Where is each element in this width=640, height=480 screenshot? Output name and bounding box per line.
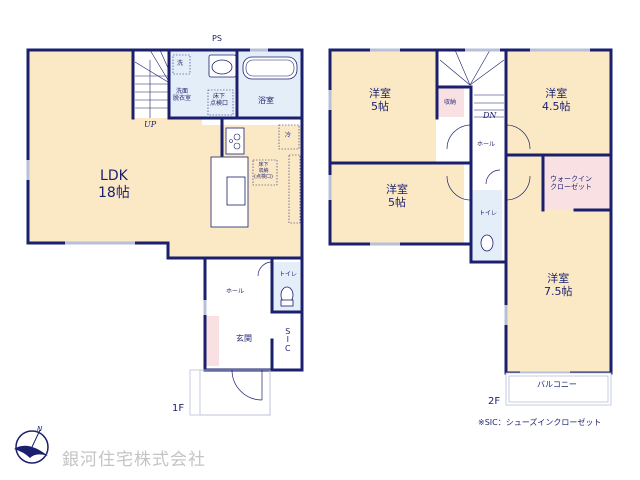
sic-label: S I C (285, 327, 291, 353)
western1-size: 5帖 (371, 100, 389, 114)
inspection-line2: 点検口 (210, 100, 229, 108)
western4-name: 洋室 (547, 272, 570, 285)
underfloor-storage-label: 床下 収納 (点検口) (254, 162, 273, 180)
washer-label: 洗 (177, 60, 184, 67)
ps-label: PS (212, 34, 222, 43)
washroom-label: 洗面 脱衣室 (173, 88, 191, 102)
western2-name: 洋室 (545, 87, 568, 100)
western-room-2-label: 洋室 4.5帖 (542, 87, 571, 113)
washroom-line2: 脱衣室 (173, 95, 192, 103)
inspection-line1: 床下 (213, 93, 226, 100)
western2-size: 4.5帖 (542, 100, 571, 114)
walkin-line2: クローゼット (550, 183, 592, 192)
western4-size: 7.5帖 (544, 285, 573, 299)
fridge-label: 冷 (285, 132, 292, 139)
storage-2f-label: 収納 (444, 99, 457, 106)
balcony-label: バルコニー (537, 380, 577, 389)
storage-line3: (点検口) (254, 174, 273, 180)
stairs-up-label: UP (144, 120, 157, 129)
storage-line1: 床下 (258, 162, 269, 168)
stairs-dn-label: DN (483, 111, 497, 120)
hall-1f-label: ホール (226, 288, 245, 295)
hall-1f-floor (205, 262, 272, 312)
storage-line2: 収納 (258, 168, 269, 174)
compass-icon (14, 430, 50, 464)
western-room-4-label: 洋室 7.5帖 (544, 272, 573, 298)
ldk-size: 18帖 (98, 184, 130, 201)
western3-name: 洋室 (386, 183, 408, 196)
walkin-closet-label: ウォークイン クローゼット (550, 175, 592, 192)
floor-2f-label: 2F (488, 396, 501, 407)
western3-size: 5帖 (388, 196, 406, 210)
ldk-label: LDK 18帖 (98, 168, 130, 202)
sic-footnote: ※SIC：シューズインクローゼット (478, 418, 602, 427)
underfloor-inspection-label: 床下 点検口 (210, 93, 228, 107)
washroom-line1: 洗面 (176, 88, 189, 95)
toilet-2f-label: トイレ (479, 210, 498, 217)
entrance-label: 玄関 (236, 334, 252, 343)
toilet-1f-label: トイレ (279, 271, 298, 278)
ldk-name: LDK (100, 168, 128, 184)
western1-name: 洋室 (369, 87, 391, 100)
company-name: 銀河住宅株式会社 (62, 450, 206, 470)
bath-label: 浴室 (258, 96, 274, 105)
floor-1f-label: 1F (172, 403, 185, 414)
western-room-1-label: 洋室 5帖 (369, 87, 391, 113)
walkin-line1: ウォークイン (550, 175, 592, 183)
western-room-3-label: 洋室 5帖 (386, 183, 408, 209)
compass-north-label: N (37, 425, 43, 433)
hall-2f-label: ホール (477, 141, 496, 148)
